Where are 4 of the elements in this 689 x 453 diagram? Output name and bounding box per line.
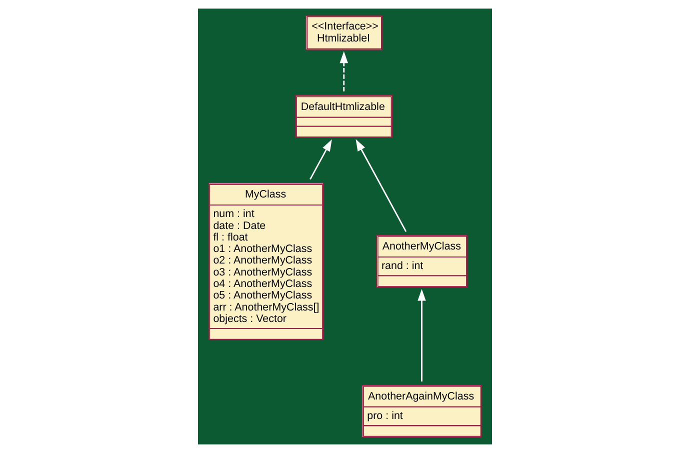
- arrow: [417, 288, 426, 382]
- arrow: [339, 51, 348, 92]
- arrow: [355, 139, 406, 232]
- arrow: [309, 139, 332, 180]
